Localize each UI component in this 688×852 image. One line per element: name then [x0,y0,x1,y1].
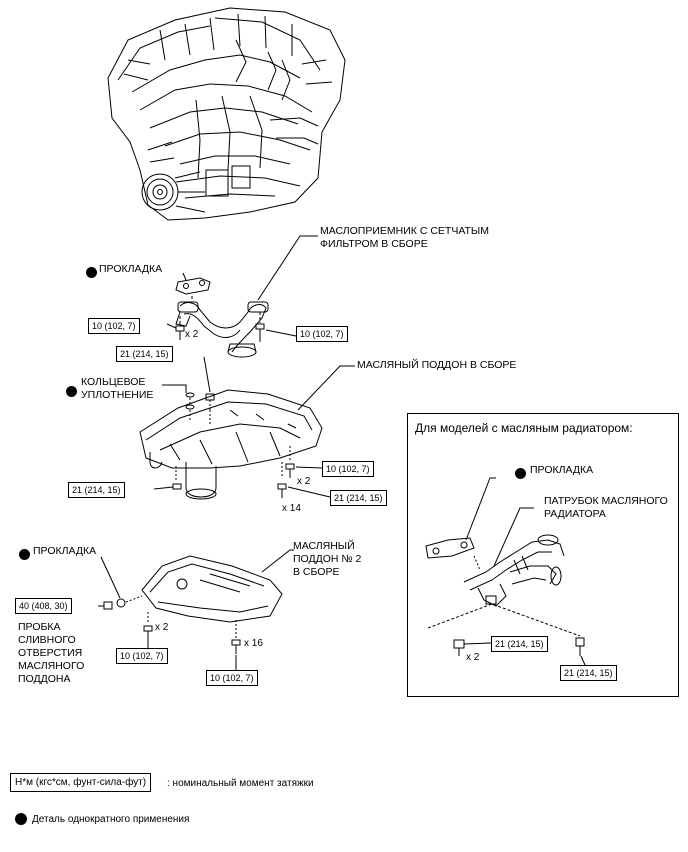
drain-plug-illustration [103,595,143,610]
oil-strainer-illustration [175,301,269,358]
engine-illustration [107,7,346,221]
oil-strainer-label-line-2: ФИЛЬТРОМ В СБОРЕ [320,238,428,250]
oil-cooler-pipe-label: ПАТРУБОК МАСЛЯНОГО РАДИАТОРА [544,495,668,521]
oil-pan-2-label-line-3: В СБОРЕ [293,566,340,578]
strainer-bolt-count: x 2 [185,329,199,340]
torque-strainer-left: 10 (102, 7) [88,318,140,334]
torque-inset-right: 21 (214, 15) [560,665,617,681]
inset-oil-cooler-box [407,413,679,697]
torque-pan-top: 21 (214, 15) [116,346,173,362]
torque-pan-right-21: 21 (214, 15) [330,490,387,506]
legend-non-reusable: Деталь однократного применения [32,814,190,825]
gasket-drain-label: ПРОКЛАДКА [33,545,97,557]
oil-cooler-pipe-label-line-1: ПАТРУБОК МАСЛЯНОГО [544,495,668,507]
leader-inset-gasket [465,477,496,541]
inset-gasket-illustration [425,537,475,559]
oil-pan-2-label: МАСЛЯНЫЙ ПОДДОН № 2 В СБОРЕ [293,540,361,579]
leader-inset-pipe [493,507,534,567]
oil-strainer-label: МАСЛОПРИЕМНИК С СЕТЧАТЫМ ФИЛЬТРОМ В СБОР… [320,225,489,251]
torque-inset-left: 21 (214, 15) [491,636,548,652]
inset-gasket-label: ПРОКЛАДКА [530,464,594,476]
torque-pan-left-21: 21 (214, 15) [68,482,125,498]
non-reusable-icon [515,468,526,479]
torque-pan-right-10: 10 (102, 7) [322,461,374,477]
oil-pan-2-label-line-2: ПОДДОН № 2 [293,553,362,565]
o-ring-label-line-1: КОЛЬЦЕВОЕ [81,376,146,388]
leader-oil-pan-2 [261,549,294,573]
torque-strainer-right: 10 (102, 7) [296,326,348,342]
oil-cooler-pipe-illustration [463,534,565,607]
drain-plug-label-line-4: МАСЛЯНОГО [18,660,85,672]
drain-plug-label-line-2: СЛИВНОГО [18,634,76,646]
oil-pan-2-label-line-1: МАСЛЯНЫЙ [293,540,355,552]
gasket-top-label: ПРОКЛАДКА [99,263,163,275]
drain-plug-label-line-5: ПОДДОНА [18,673,71,685]
o-ring-label: КОЛЬЦЕВОЕ УПЛОТНЕНИЕ [81,376,153,402]
inset-bolt-right [575,637,585,656]
inset-title: Для моделей с масляным радиатором: [415,421,633,435]
leader-oil-pan [297,365,355,411]
legend-torque-desc: : номинальный момент затяжки [167,778,314,789]
legend-torque-unit: Н*м (кгс*см, фунт-сила-фут) [10,773,152,792]
pan-bolt-count-2: x 2 [297,476,311,487]
drain-plug-label-line-1: ПРОБКА [18,621,61,633]
non-reusable-icon [86,267,97,278]
strainer-bolt-right [255,312,265,342]
gasket-top-illustration [175,277,211,295]
non-reusable-icon [15,813,27,825]
non-reusable-icon [19,549,30,560]
pan-bolt-count-14: x 14 [282,503,301,514]
drain-plug-label-line-3: ОТВЕРСТИЯ [18,647,83,659]
o-ring-label-line-2: УПЛОТНЕНИЕ [81,389,154,401]
torque-pan2-left: 10 (102, 7) [116,648,168,664]
leader-strainer [257,235,318,301]
oil-pan-2-illustration [141,555,283,623]
leader-gasket-drain [100,556,121,599]
torque-drain-plug: 40 (408, 30) [15,598,72,614]
torque-pan2-right: 10 (102, 7) [206,670,258,686]
leader-gasket-top [182,272,187,281]
oil-pan-illustration [139,389,323,500]
oil-pan-label: МАСЛЯНЫЙ ПОДДОН В СБОРЕ [357,359,517,371]
leader-o-ring [162,384,187,393]
oil-cooler-pipe-label-line-2: РАДИАТОРА [544,508,606,520]
oil-strainer-label-line-1: МАСЛОПРИЕМНИК С СЕТЧАТЫМ [320,225,489,237]
inset-bolt-count: x 2 [466,652,480,663]
drain-plug-label: ПРОБКА СЛИВНОГО ОТВЕРСТИЯ МАСЛЯНОГО ПОДД… [18,621,84,686]
non-reusable-icon [66,386,77,397]
pan2-bolt-count-2: x 2 [155,622,169,633]
strainer-bolt-left [175,325,185,340]
pan2-bolt-count-16: x 16 [244,638,263,649]
